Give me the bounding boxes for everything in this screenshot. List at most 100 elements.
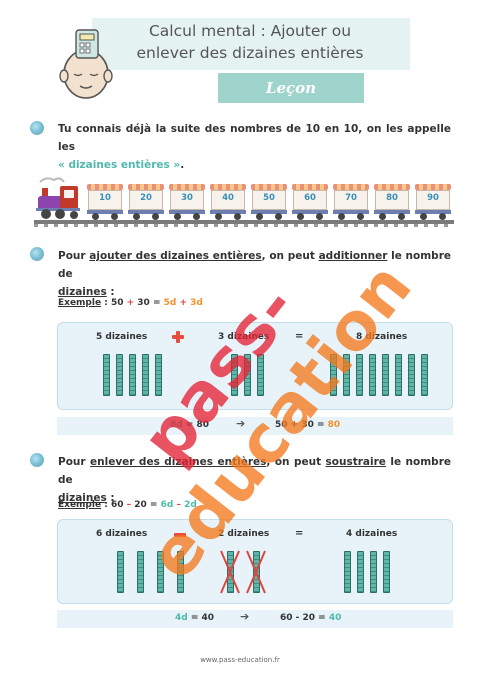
intro-text: , on les appelle les bbox=[58, 123, 451, 153]
header-band bbox=[92, 18, 410, 70]
wagon-body bbox=[334, 190, 368, 210]
intro-text: . bbox=[180, 159, 185, 171]
wagon-number: 60 bbox=[304, 193, 316, 203]
example-term: 30 bbox=[137, 298, 150, 308]
ten-rod bbox=[344, 551, 351, 593]
wheel-icon bbox=[133, 213, 140, 220]
wagon-number: 30 bbox=[181, 193, 193, 203]
result-calc: 50 + 30 = bbox=[275, 420, 328, 430]
bullet-icon bbox=[30, 247, 44, 261]
result-d: 4d bbox=[175, 613, 188, 623]
wagon-number: 90 bbox=[427, 193, 439, 203]
wagon-body bbox=[129, 190, 163, 210]
wagon-base bbox=[333, 210, 369, 214]
addition-example: Exemple : 50 + 30 = 5d + 3d bbox=[58, 298, 203, 308]
wagon-base bbox=[210, 210, 246, 214]
addition-result-calc: 50 + 30 = 80 bbox=[275, 420, 340, 430]
example-term: 3d bbox=[190, 298, 203, 308]
addition-text: le nombre de bbox=[58, 250, 451, 280]
ten-rod bbox=[142, 354, 149, 396]
intro-paragraph: Tu connais déjà la suite des nombres de … bbox=[58, 120, 451, 174]
subtraction-example: Exemple : 60 – 20 = 6d – 2d bbox=[58, 500, 197, 510]
bullet-icon bbox=[30, 121, 44, 135]
result-value: 40 bbox=[328, 613, 342, 623]
wagon-number: 40 bbox=[222, 193, 234, 203]
intro-text: en bbox=[320, 123, 344, 135]
ten-rod bbox=[357, 551, 364, 593]
example-term: 20 bbox=[134, 500, 147, 510]
ten-rod bbox=[257, 354, 264, 396]
train-wagon: 20 bbox=[128, 184, 164, 220]
train-wagon: 30 bbox=[169, 184, 205, 220]
wagon-number: 80 bbox=[386, 193, 398, 203]
wagon-body bbox=[170, 190, 204, 210]
title-line-1: Calcul mental : Ajouter ou bbox=[148, 22, 352, 40]
wagon-roof bbox=[251, 184, 287, 190]
wagon-base bbox=[87, 210, 123, 214]
example-operator: – bbox=[123, 500, 135, 510]
wagon-roof bbox=[210, 184, 246, 190]
footer-url: www.pass-education.fr bbox=[200, 656, 280, 664]
rail-track bbox=[34, 220, 454, 224]
subtraction-text: le nombre de bbox=[58, 456, 451, 486]
train-wagon: 50 bbox=[251, 184, 287, 220]
example-operator: – bbox=[173, 500, 185, 510]
equals-sign: = bbox=[295, 331, 304, 342]
train-wagon: 80 bbox=[374, 184, 410, 220]
example-label: Exemple bbox=[58, 298, 102, 308]
subtraction-result-calc: 60 - 20 = 40 bbox=[280, 613, 341, 623]
wagon-roof bbox=[292, 184, 328, 190]
subtraction-text: : bbox=[106, 492, 115, 504]
wagon-roof bbox=[374, 184, 410, 190]
addition-text: Pour bbox=[58, 250, 90, 262]
subtraction-paragraph: Pour enlever des dizaines entières, on p… bbox=[58, 453, 451, 507]
wagon-number: 70 bbox=[345, 193, 357, 203]
addition-underlined: dizaines bbox=[58, 286, 107, 298]
train-wagon: 70 bbox=[333, 184, 369, 220]
ten-rod bbox=[382, 354, 389, 396]
subtraction-underlined: soustraire bbox=[325, 456, 386, 468]
intro-highlight: « dizaines entières » bbox=[58, 159, 181, 171]
wagon-roof bbox=[87, 184, 123, 190]
page-title: Calcul mental : Ajouter ou enlever des d… bbox=[100, 20, 400, 64]
subtraction-underlined: enlever des dizaines entières bbox=[90, 456, 267, 468]
arrow-right-icon: ➔ bbox=[236, 417, 246, 430]
addition-label-right: 8 dizaines bbox=[356, 332, 408, 342]
equals-sign: = bbox=[295, 528, 304, 539]
train-wagon: 10 bbox=[87, 184, 123, 220]
wagon-number: 20 bbox=[140, 193, 152, 203]
subtraction-label-left: 6 dizaines bbox=[96, 529, 148, 539]
result-eq: = 80 bbox=[182, 420, 210, 430]
wheel-icon bbox=[111, 213, 118, 220]
wagon-number: 10 bbox=[99, 193, 111, 203]
subtraction-text: , on peut bbox=[266, 456, 326, 468]
train-wagon: 40 bbox=[210, 184, 246, 220]
example-term: 60 bbox=[110, 500, 124, 510]
wheel-icon bbox=[215, 213, 222, 220]
wheel-icon bbox=[92, 213, 99, 220]
wagon-base bbox=[292, 210, 328, 214]
result-d: 8d bbox=[170, 420, 183, 430]
ten-rod bbox=[157, 551, 164, 593]
wheel-icon bbox=[338, 213, 345, 220]
wagon-roof bbox=[169, 184, 205, 190]
wheel-icon bbox=[357, 213, 364, 220]
subtraction-label-right: 4 dizaines bbox=[346, 529, 398, 539]
addition-text: : bbox=[106, 286, 115, 298]
wagon-base bbox=[374, 210, 410, 214]
result-eq: = 40 bbox=[187, 613, 215, 623]
ten-rod bbox=[343, 354, 350, 396]
subtraction-label-mid: 2 dizaines bbox=[218, 529, 270, 539]
addition-text: , on peut bbox=[261, 250, 319, 262]
wagon-roof bbox=[333, 184, 369, 190]
wagon-body bbox=[252, 190, 286, 210]
wheel-icon bbox=[398, 213, 405, 220]
wagon-roof bbox=[415, 184, 451, 190]
addition-label-left: 5 dizaines bbox=[96, 332, 148, 342]
wagon-number: 50 bbox=[263, 193, 275, 203]
title-line-2: enlever des dizaines entières bbox=[136, 44, 364, 62]
subtraction-text: Pour bbox=[58, 456, 91, 468]
wagon-body bbox=[293, 190, 327, 210]
minus-icon bbox=[174, 533, 186, 537]
addition-label-mid: 3 dizaines bbox=[218, 332, 270, 342]
